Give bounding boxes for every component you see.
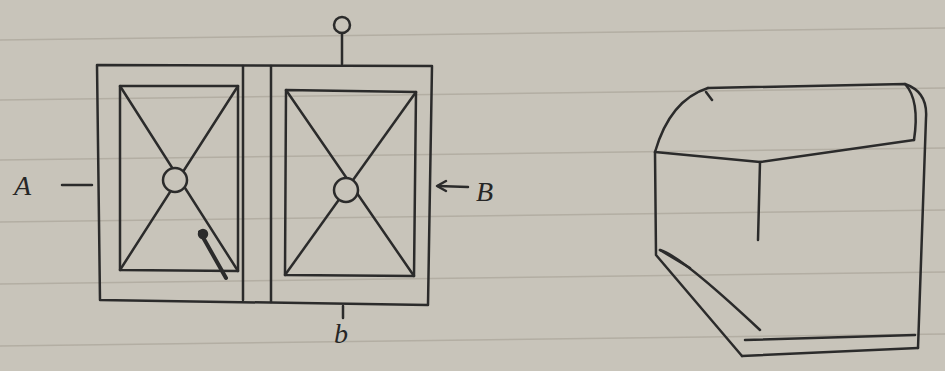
section-line [341,33,344,64]
section-line [62,184,92,187]
mullion [270,66,273,302]
section-line [342,306,345,318]
left-pane [120,86,238,271]
right-pane [285,90,416,276]
section-arrow [438,186,468,187]
outer-frame [97,65,432,305]
window-elevation [62,17,468,318]
section-mark: B [476,178,493,206]
section-mark: A [14,172,31,200]
section-mark: b [334,320,348,348]
cabinet-sketch [655,84,926,356]
ruled-lines [0,28,945,346]
mullion [242,66,245,300]
